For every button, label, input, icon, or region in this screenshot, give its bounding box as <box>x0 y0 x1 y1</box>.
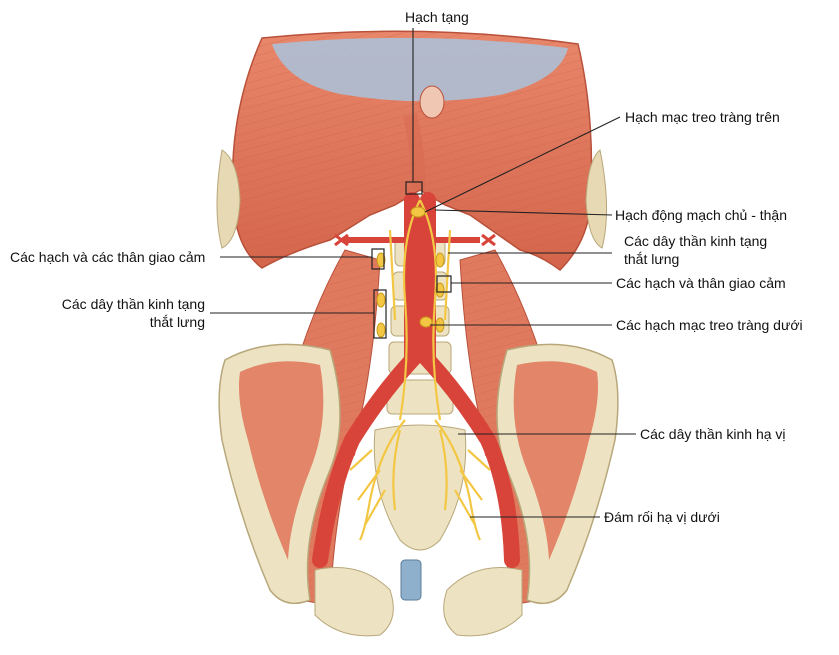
label-sympathetic-ganglia-trunks: Các hạch và các thân giao cảm <box>10 249 206 265</box>
label-lumbar-splanchnic-right: Các dây thần kinh tạng thắt lưng <box>624 232 767 268</box>
label-inferior-mesenteric-ganglia: Các hạch mạc treo tràng dưới <box>616 317 803 333</box>
label-line-1: Các dây thần kinh tạng <box>624 233 768 249</box>
label-inferior-hypogastric-plexus: Đám rối hạ vị dưới <box>604 509 720 525</box>
label-line-2: thắt lưng <box>624 251 680 267</box>
label-lumbar-splanchnic-left: Các dây thần kinh tạng thắt lưng <box>40 295 205 331</box>
leader-lines <box>210 28 636 518</box>
label-line-1: Các dây thần kinh tạng <box>61 296 205 312</box>
label-line-2: thắt lưng <box>149 314 205 330</box>
esophageal-hiatus <box>419 85 445 119</box>
sacrum <box>373 424 467 551</box>
label-celiac-ganglion: Hạch tạng <box>405 9 469 25</box>
label-superior-mesenteric-ganglion: Hạch mạc treo tràng trên <box>625 109 780 125</box>
central-tendon <box>272 37 568 102</box>
indicator-boxes <box>371 181 452 339</box>
label-sympathetic-ganglia-trunk: Các hạch và thân giao cảm <box>616 275 786 291</box>
label-hypogastric-nerves: Các dây thần kinh hạ vị <box>640 426 786 442</box>
pelvis <box>218 343 619 637</box>
aorta-iliac-arteries <box>312 192 520 568</box>
label-aorticorenal-ganglion: Hạch động mạch chủ - thận <box>615 207 787 223</box>
diaphragm <box>216 30 607 271</box>
autonomic-nerves <box>349 199 491 541</box>
